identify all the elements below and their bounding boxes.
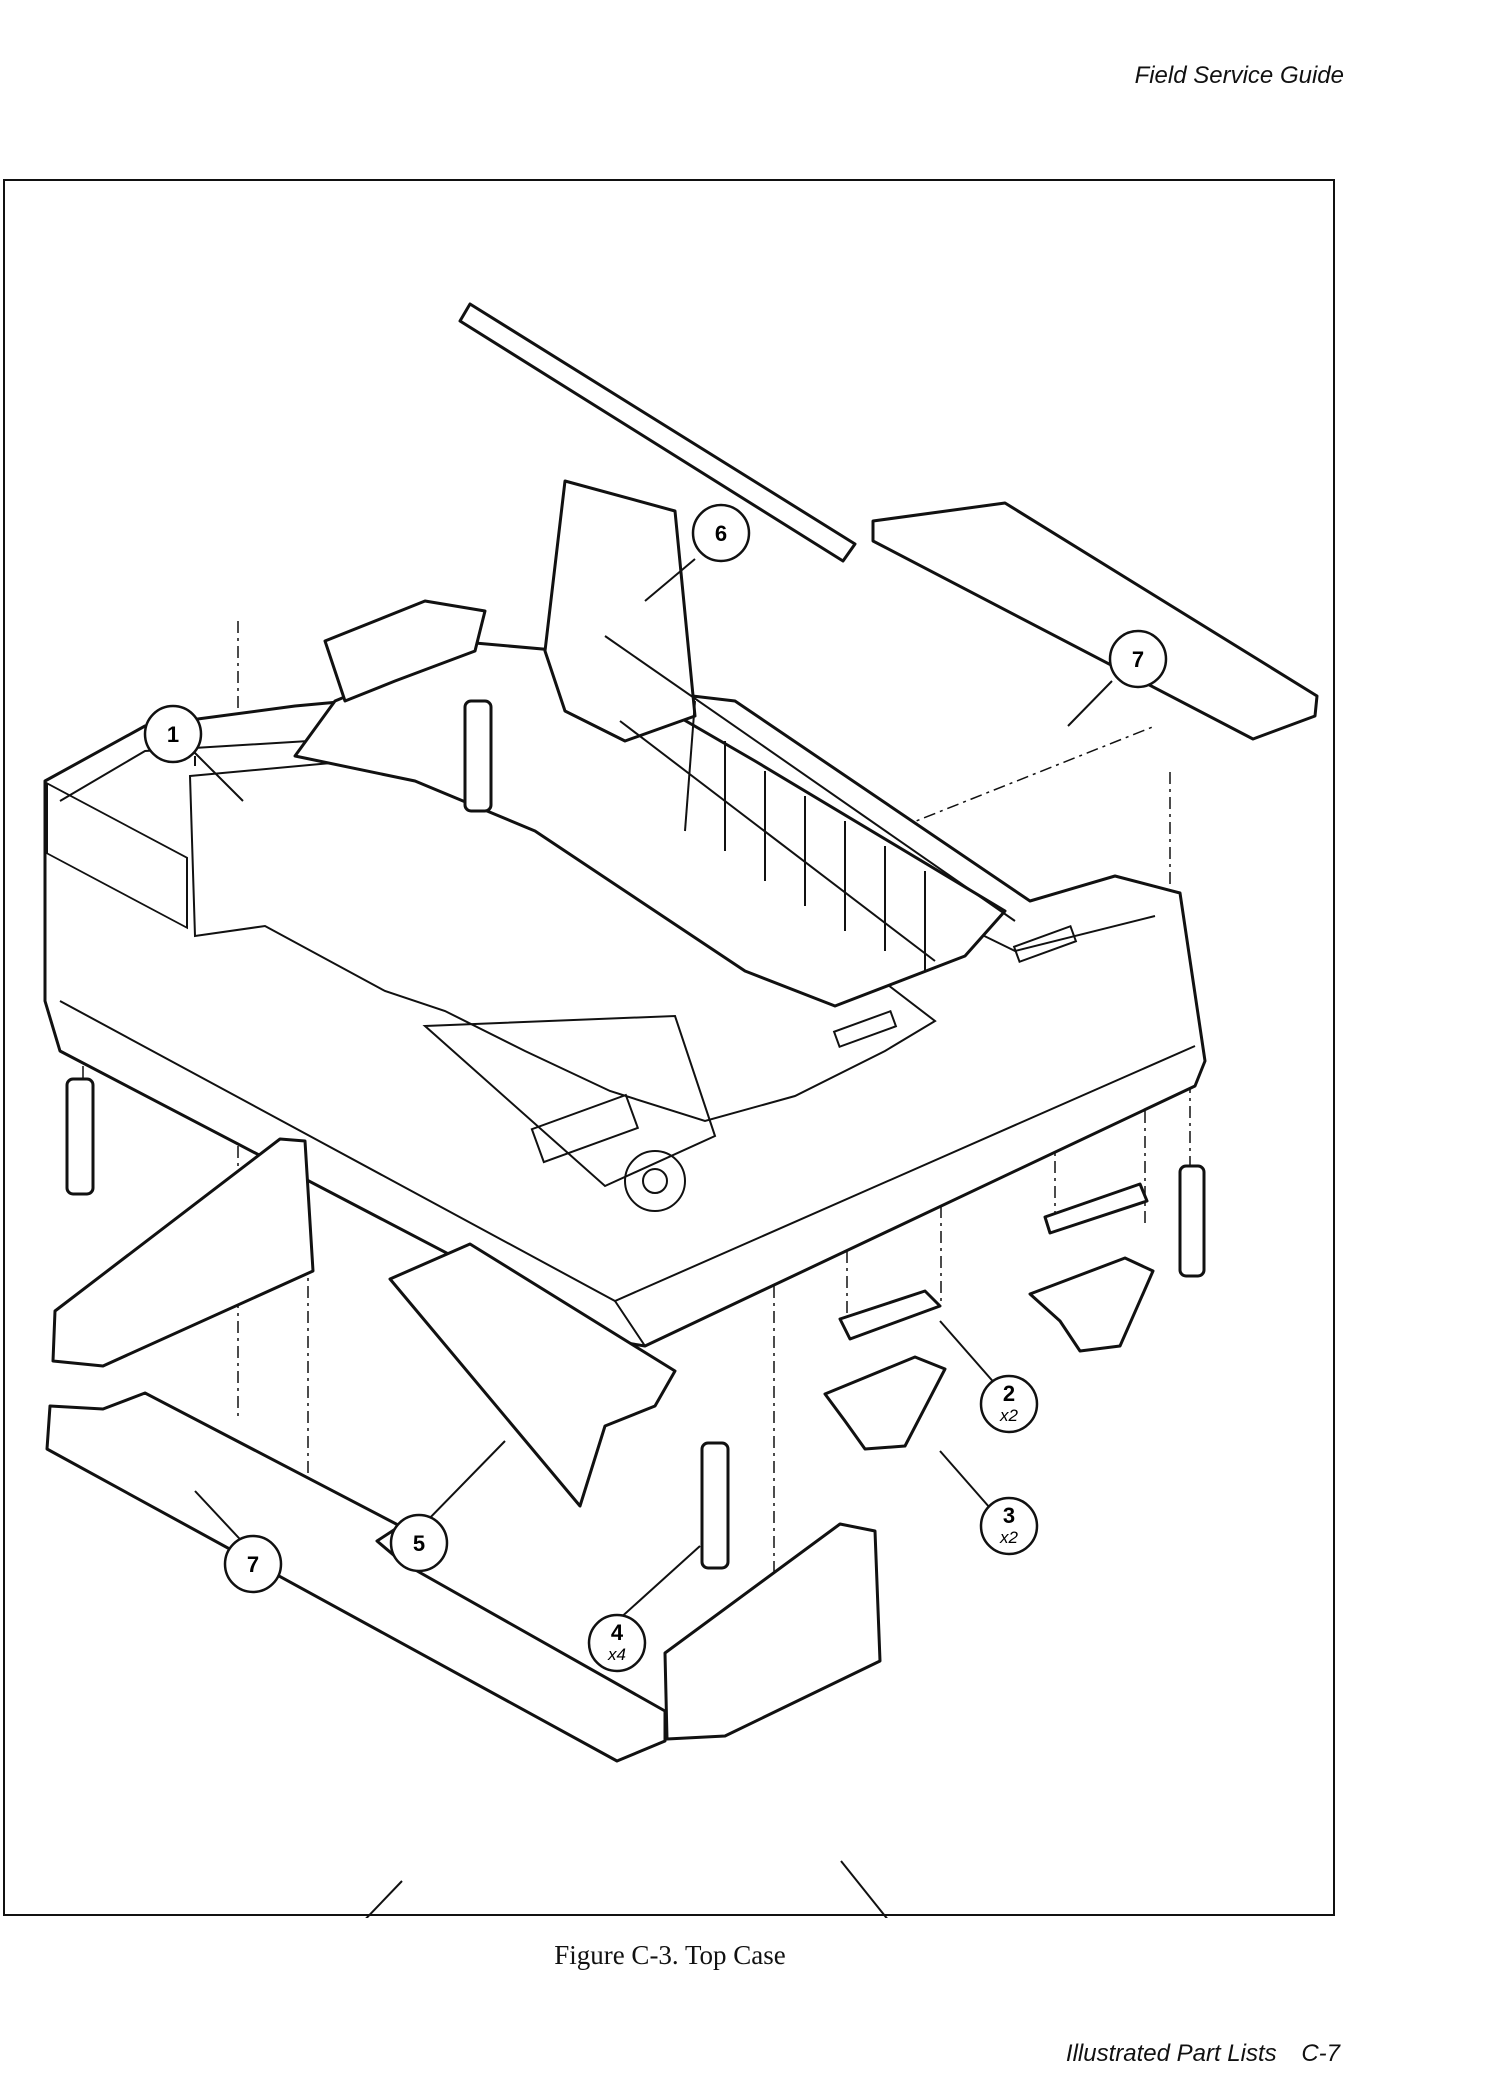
top-case-exploded-diagram: 1 2 x2 3 x2 4 x4 5 6 7 7 7 7 [43,302,1319,1918]
running-header: Field Service Guide [1134,62,1344,89]
callout-4-qty: x4 [607,1645,626,1664]
callout-2-qty: x2 [999,1406,1019,1425]
part-7-right-wedge [663,1522,882,1741]
callout-7b-number: 7 [247,1552,259,1577]
part-6-rod [458,302,857,563]
part-7-pad-top [871,501,1319,741]
callout-bubbles: 1 2 x2 3 x2 4 x4 5 6 7 7 7 7 [143,503,1168,1673]
callout-1-number: 1 [167,722,179,747]
callout-3-qty: x2 [999,1528,1019,1547]
callout-2-number: 2 [1003,1381,1015,1406]
callout-6-number: 6 [715,521,727,546]
part-5-keypad-membrane [388,1242,677,1508]
callout-5-number: 5 [413,1531,425,1556]
posts [65,699,1206,1570]
running-footer: Illustrated Part Lists C-7 [1048,2040,1340,2068]
callout-7a-number: 7 [1132,647,1144,672]
figure-caption: Figure C-3. Top Case [554,1940,786,1970]
footer-section-title: Illustrated Part Lists [1065,2040,1277,2067]
figure-frame: 1 2 x2 3 x2 4 x4 5 6 7 7 7 7 [3,179,1335,1918]
part-7-left-wedge [51,1137,315,1368]
callout-3-number: 3 [1003,1503,1015,1528]
brackets [823,1182,1155,1451]
page-number: C-7 [1301,2040,1340,2067]
callout-4-number: 4 [611,1620,624,1645]
